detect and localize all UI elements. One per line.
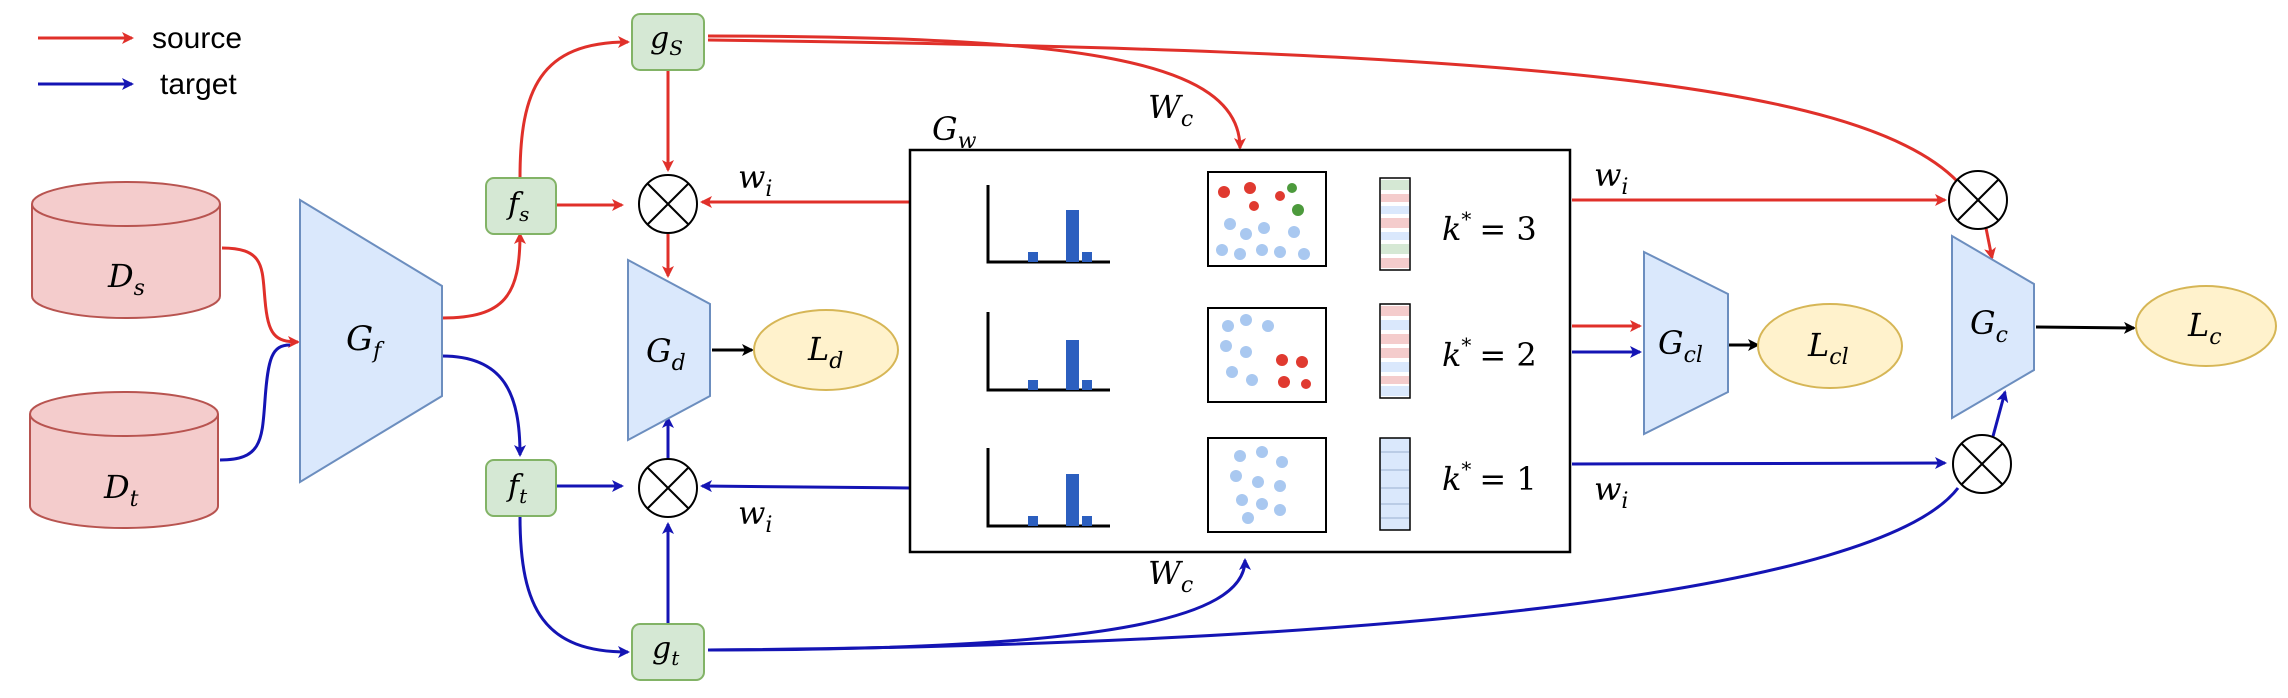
otimes-right-top: [1948, 170, 2008, 230]
label-wi-bottom-right: wi: [1594, 470, 1628, 514]
legend-source-label: source: [152, 22, 242, 55]
svg-text:Gc: Gc: [1970, 304, 2008, 348]
svg-text:Dt: Dt: [103, 468, 139, 512]
loss-ld: Ld: [753, 309, 899, 391]
label-wi-top-right: wi: [1594, 156, 1628, 200]
block-gf: Gf: [299, 198, 443, 484]
label-wc-top: Wc: [1148, 88, 1193, 132]
k-star-label: k*= 2: [1442, 333, 1537, 374]
cluster-box: [1207, 437, 1327, 533]
svg-text:gS: gS: [650, 21, 683, 60]
db-source: Ds: [31, 181, 221, 319]
loss-lc: Lc: [2135, 285, 2277, 367]
edge-gw-otimes-bottom: [700, 480, 911, 493]
edge-fs-gs: [518, 36, 630, 179]
histogram-plot: [986, 185, 1110, 264]
feature-gs: gS: [631, 13, 705, 71]
svg-text:Ld: Ld: [807, 330, 843, 374]
feature-gt: gt: [631, 623, 705, 681]
svg-text:Gcl: Gcl: [1658, 324, 1703, 368]
cluster-box: [1207, 307, 1327, 403]
k-star-label: k*= 3: [1442, 207, 1537, 248]
weight-bar: [1379, 177, 1411, 271]
edge-gt-otimes-right-bottom: [707, 487, 1960, 652]
label-wi-bottom-left: wi: [738, 494, 772, 538]
svg-text:Gd: Gd: [646, 332, 686, 376]
edge-gf-fs: [441, 232, 526, 320]
cluster-box: [1207, 171, 1327, 267]
otimes-right-bottom: [1952, 434, 2012, 494]
edge-gf-ft: [441, 354, 526, 457]
histogram-plot: [986, 448, 1110, 528]
edge-ft-gt: [518, 515, 630, 658]
feature-ft: ft: [485, 459, 557, 517]
edge-dt-gf: [219, 343, 291, 462]
svg-text:Lc: Lc: [2187, 306, 2222, 350]
gw-row-1: k*= 3: [986, 171, 1537, 271]
block-gw: Gw: [908, 110, 1572, 554]
legend: source target: [38, 22, 242, 101]
gw-row-2: k*= 2: [986, 303, 1537, 403]
edge-gs-otimes-right-top: [707, 38, 1960, 184]
edges: [219, 34, 2136, 658]
histogram-plot: [986, 312, 1110, 392]
gw-row-3: k*= 1: [986, 437, 1537, 533]
block-gc: Gc: [1951, 234, 2035, 420]
block-gd: Gd: [627, 258, 711, 442]
svg-text:Lcl: Lcl: [1807, 326, 1849, 370]
feature-fs: fs: [485, 177, 557, 235]
otimes-top: [638, 174, 698, 234]
svg-text:Ds: Ds: [107, 257, 145, 301]
k-star-label: k*= 1: [1442, 457, 1537, 498]
label-wc-bottom: Wc: [1148, 554, 1193, 598]
edge-ds-gf: [221, 246, 300, 348]
weight-bar: [1379, 303, 1411, 399]
loss-lcl: Lcl: [1757, 303, 1903, 389]
block-gcl: Gcl: [1643, 250, 1729, 436]
edge-gs-gw: [707, 34, 1246, 150]
edge-otimes-right-top-gc: [1984, 227, 1996, 260]
svg-text:Gw: Gw: [932, 110, 977, 154]
otimes-bottom: [638, 458, 698, 518]
db-target: Dt: [29, 391, 219, 529]
weight-bar: [1379, 437, 1411, 531]
legend-target-label: target: [160, 68, 237, 101]
edge-gc-lc: [2035, 321, 2136, 334]
label-wi-top-left: wi: [738, 158, 772, 202]
edge-otimes-right-bottom-gc: [1990, 390, 2009, 441]
svg-text:gt: gt: [652, 631, 680, 670]
edge-gw-otimes-right-bottom: [1571, 457, 1947, 470]
